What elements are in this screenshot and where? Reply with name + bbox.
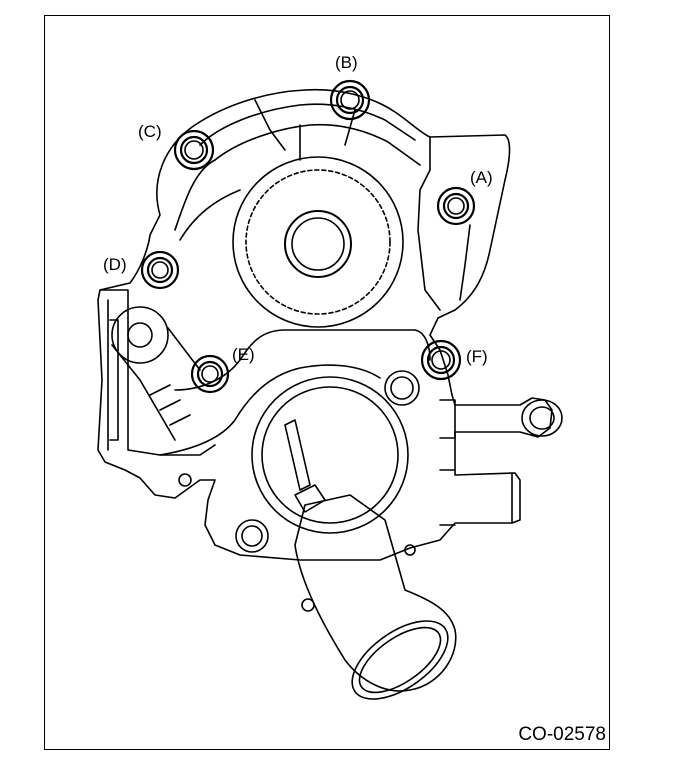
idler-boss	[111, 306, 169, 364]
bolt-unlabeled-lower	[235, 519, 269, 553]
callout-B: (B)	[335, 53, 358, 72]
rib-left	[174, 159, 241, 241]
bolt-D	[140, 250, 180, 290]
pump-body-dashed	[245, 169, 391, 315]
bolt-unlabeled-center	[384, 370, 420, 406]
lower-contour-2	[159, 364, 381, 456]
idler-boss-hole	[127, 322, 153, 348]
callout-C: (C)	[138, 122, 162, 141]
bolt-F	[420, 339, 462, 381]
bolt-E	[190, 354, 230, 394]
thermostat-housing	[251, 376, 409, 534]
rib-right-2	[459, 224, 471, 301]
bolt-B	[329, 79, 371, 121]
bolt-C	[173, 129, 215, 171]
figure-frame	[44, 15, 610, 750]
pump-housing-outline	[97, 88, 553, 561]
outlet-pipe	[294, 494, 457, 692]
pump-body-outer	[232, 156, 404, 328]
pump-hub-outer	[284, 210, 352, 278]
thermostat-clip	[294, 484, 326, 513]
upper-hose-ring-inner	[529, 406, 555, 430]
upper-hose-fitting	[439, 399, 456, 439]
small-boss-left	[178, 473, 192, 487]
figure-id: CO-02578	[518, 724, 606, 745]
callout-D: (D)	[103, 255, 127, 274]
bracket-slot	[109, 319, 119, 441]
rib-right	[417, 136, 441, 311]
hatch-left	[149, 384, 191, 426]
callout-F: (F)	[466, 347, 488, 366]
upper-hose-ring	[521, 399, 563, 437]
upper-rib-2	[214, 123, 421, 166]
lower-hose-fitting	[439, 469, 513, 526]
upper-rib	[199, 103, 416, 146]
callout-A: (A)	[470, 168, 493, 187]
lower-body-contour	[174, 329, 431, 391]
small-boss-low	[301, 598, 315, 612]
outlet-pipe-mouth-inner	[358, 626, 442, 694]
callout-E: (E)	[232, 345, 255, 364]
thermostat-probe	[284, 419, 311, 491]
pump-hub-inner	[291, 217, 345, 271]
thermostat-housing-inner	[261, 386, 399, 524]
rib-inner	[254, 99, 356, 161]
outlet-pipe-mouth	[351, 620, 449, 700]
mount-bracket	[99, 289, 216, 456]
small-boss-right	[404, 544, 416, 556]
bolt-A	[436, 186, 476, 226]
idler-arm	[111, 327, 201, 441]
